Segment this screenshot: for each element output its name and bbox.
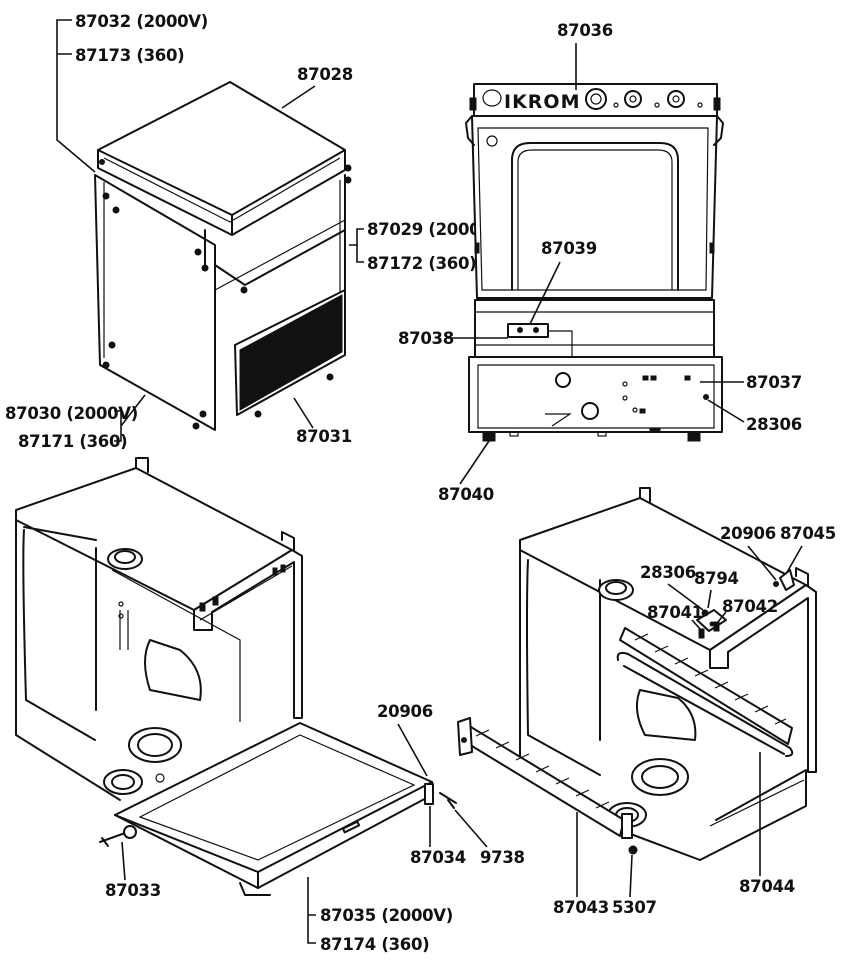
machine-interior-door-view [15, 457, 457, 896]
label-87038: 87038 [398, 329, 454, 348]
label-87031: 87031 [296, 427, 352, 446]
label-9738: 9738 [480, 848, 525, 867]
label-87029: 87029 (2000V) [367, 220, 500, 239]
label-20906-right: 20906 [720, 524, 776, 543]
machine-front-view: IKROM [465, 83, 724, 442]
label-87041: 87041 [647, 603, 703, 622]
label-87171: 87171 (360) [18, 432, 127, 451]
label-87042: 87042 [722, 597, 778, 616]
label-8794: 8794 [694, 569, 739, 588]
label-87044: 87044 [739, 877, 795, 896]
machine-interior-rails-view [457, 487, 817, 861]
label-87030: 87030 (2000V) [5, 404, 138, 423]
brand-logo: IKROM [504, 91, 580, 113]
label-87039: 87039 [541, 239, 597, 258]
label-87172: 87172 (360) [367, 254, 476, 273]
label-87037: 87037 [746, 373, 802, 392]
label-87036: 87036 [557, 21, 613, 40]
callouts-bottom-right: 20906 87045 28306 8794 87041 87042 87043… [553, 524, 836, 917]
label-87174: 87174 (360) [320, 935, 429, 954]
label-87043: 87043 [553, 898, 609, 917]
callouts-top-left: 87032 (2000V) 87173 (360) 87028 87029 (2… [5, 12, 500, 451]
label-87035: 87035 (2000V) [320, 906, 453, 925]
label-28306-bottom: 28306 [640, 563, 696, 582]
callouts-top-right: 87036 87039 87038 87037 28306 87040 [398, 21, 802, 504]
label-87028: 87028 [297, 65, 353, 84]
label-87045: 87045 [780, 524, 836, 543]
label-5307: 5307 [612, 898, 657, 917]
label-87173: 87173 (360) [75, 46, 184, 65]
label-20906-left: 20906 [377, 702, 433, 721]
label-87040: 87040 [438, 485, 494, 504]
cabinet-panels-exploded [94, 81, 352, 431]
label-87032: 87032 (2000V) [75, 12, 208, 31]
callouts-bottom-left: 20906 87034 9738 87033 87035 (2000V) 871… [105, 702, 525, 954]
label-28306-top: 28306 [746, 415, 802, 434]
label-87033: 87033 [105, 881, 161, 900]
label-87034: 87034 [410, 848, 466, 867]
